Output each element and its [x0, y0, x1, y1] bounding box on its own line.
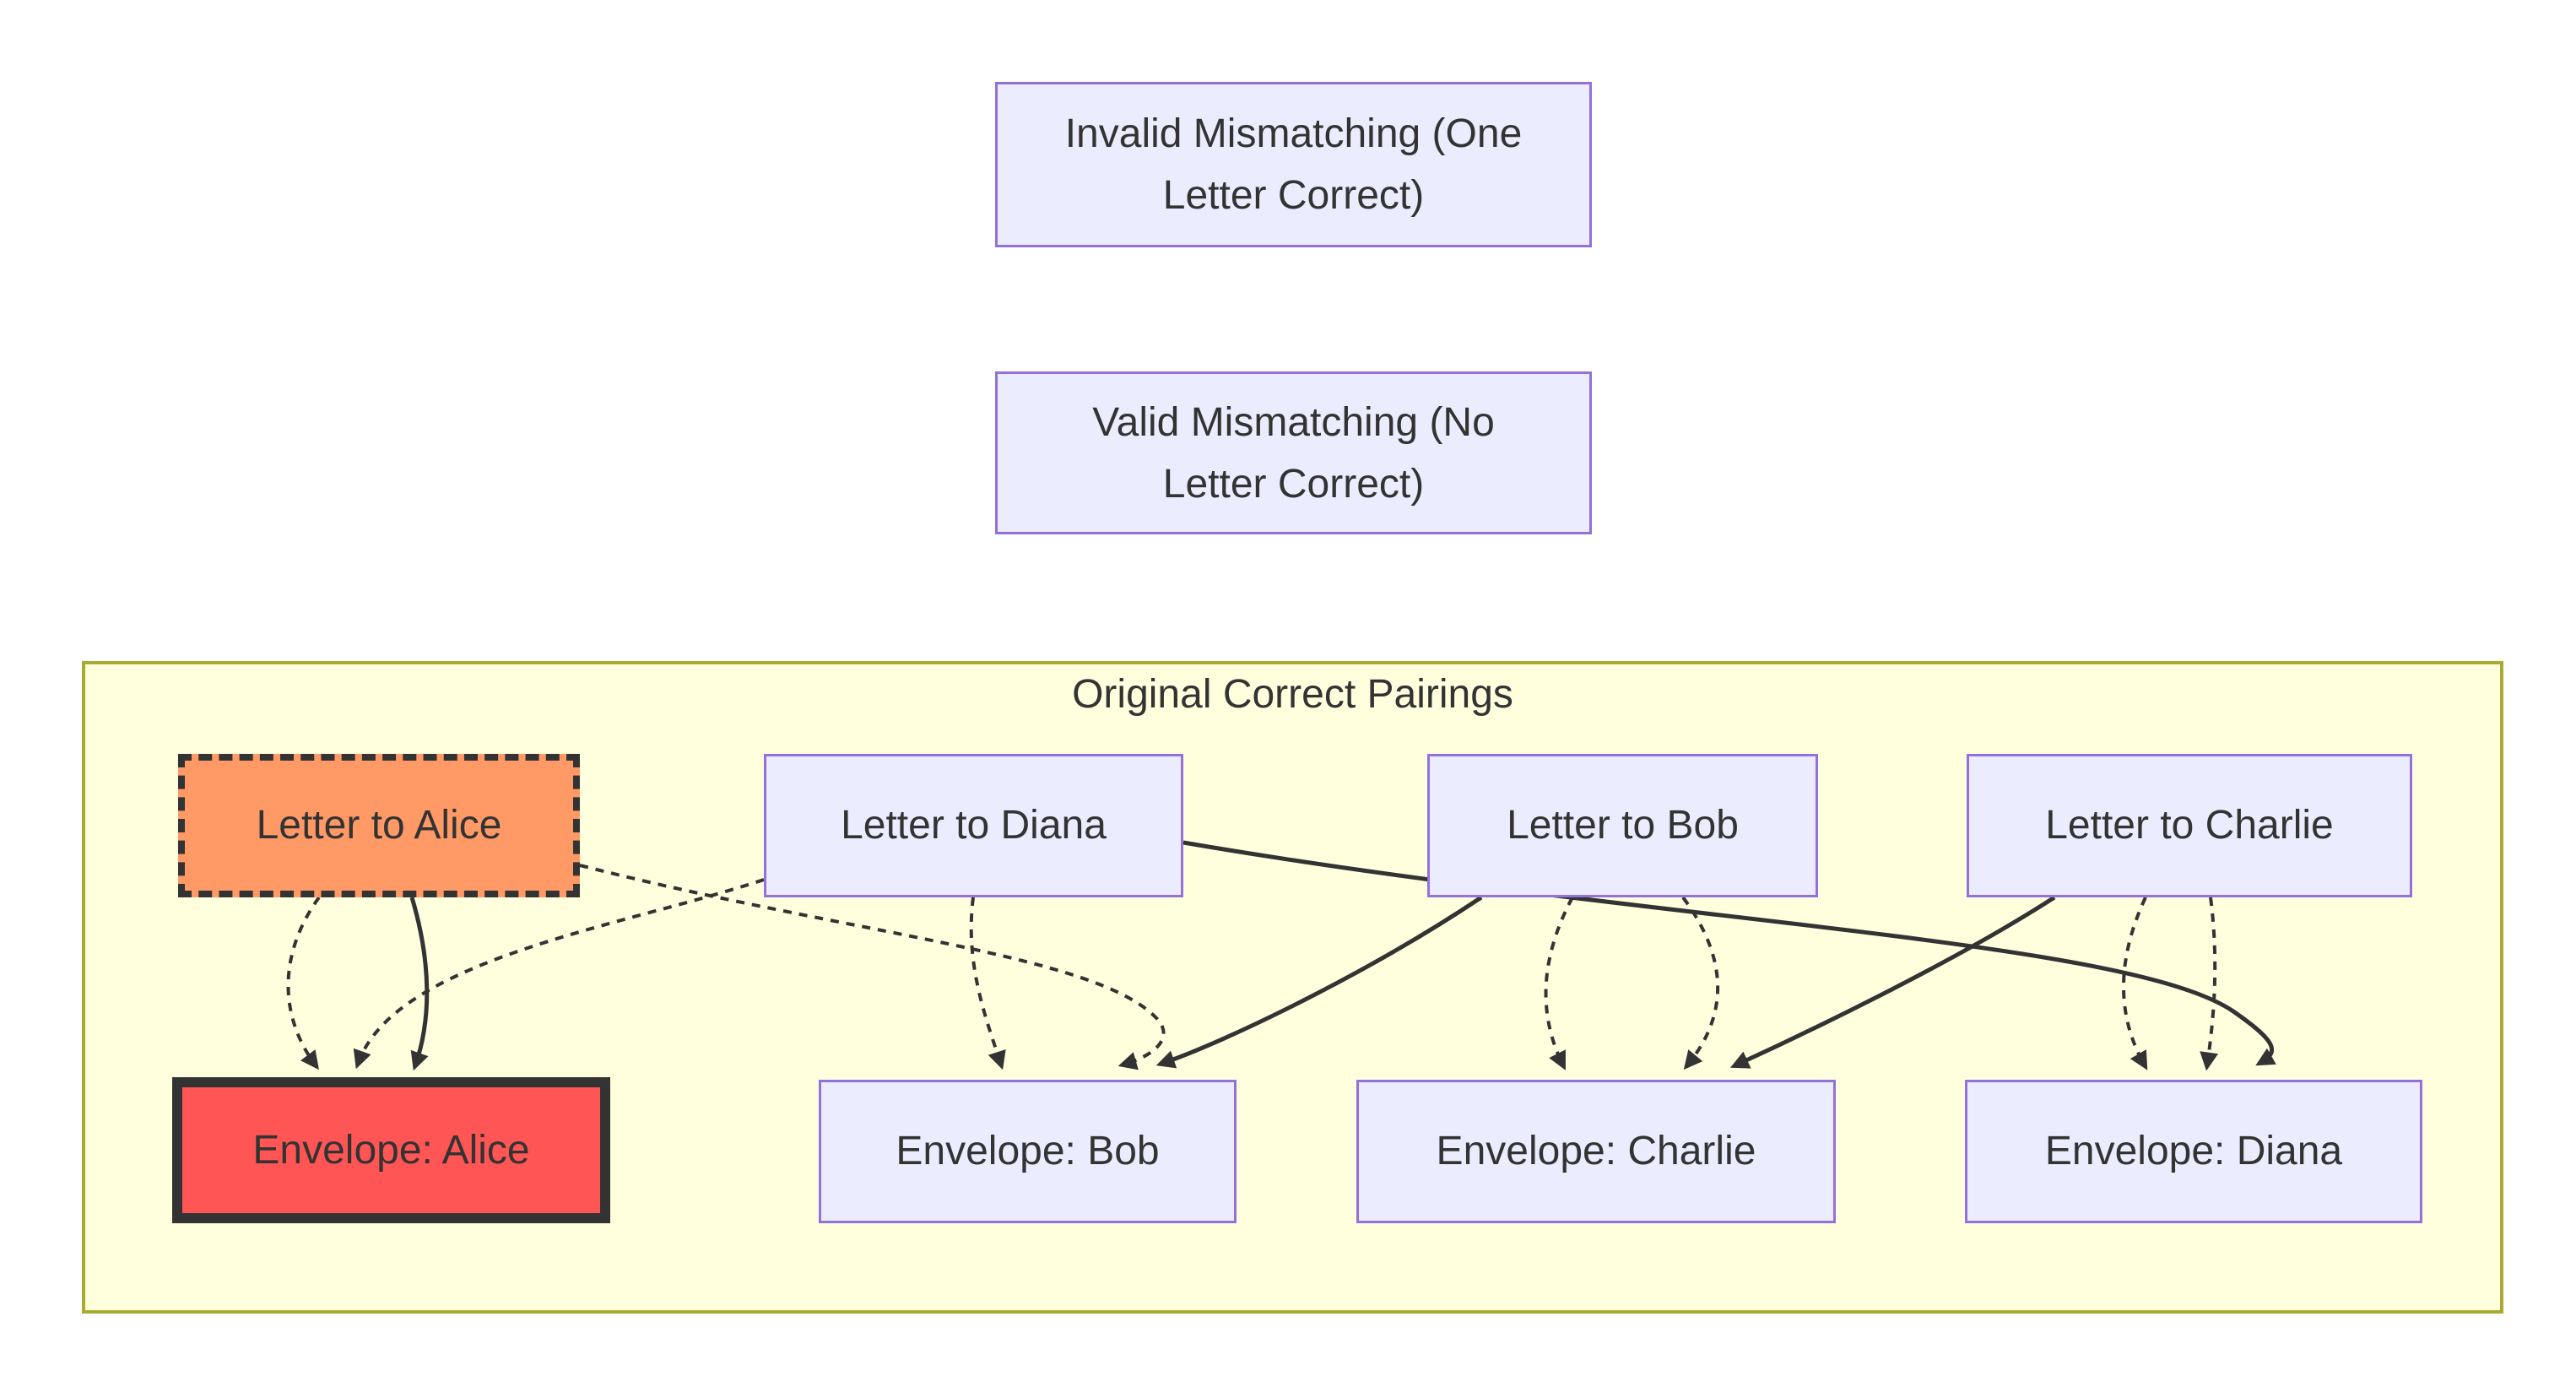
- node-letter-charlie-label: Letter to Charlie: [2045, 803, 2334, 848]
- node-letter-diana: Letter to Diana: [764, 754, 1183, 897]
- node-envelope-diana: Envelope: Diana: [1965, 1080, 2422, 1223]
- node-envelope-alice-label: Envelope: Alice: [252, 1127, 530, 1173]
- node-letter-bob: Letter to Bob: [1427, 754, 1818, 897]
- node-envelope-bob-label: Envelope: Bob: [896, 1129, 1160, 1174]
- node-letter-alice-label: Letter to Alice: [256, 803, 502, 848]
- node-envelope-alice: Envelope: Alice: [172, 1077, 610, 1223]
- node-letter-charlie: Letter to Charlie: [1967, 754, 2412, 897]
- subgraph-title: Original Correct Pairings: [1072, 672, 1513, 717]
- node-letter-alice: Letter to Alice: [178, 754, 580, 897]
- node-envelope-charlie-label: Envelope: Charlie: [1436, 1129, 1756, 1174]
- node-envelope-charlie: Envelope: Charlie: [1356, 1080, 1836, 1223]
- node-envelope-bob: Envelope: Bob: [819, 1080, 1237, 1223]
- node-envelope-diana-label: Envelope: Diana: [2044, 1129, 2343, 1174]
- node-letter-bob-label: Letter to Bob: [1507, 803, 1739, 848]
- node-letter-diana-label: Letter to Diana: [841, 803, 1107, 848]
